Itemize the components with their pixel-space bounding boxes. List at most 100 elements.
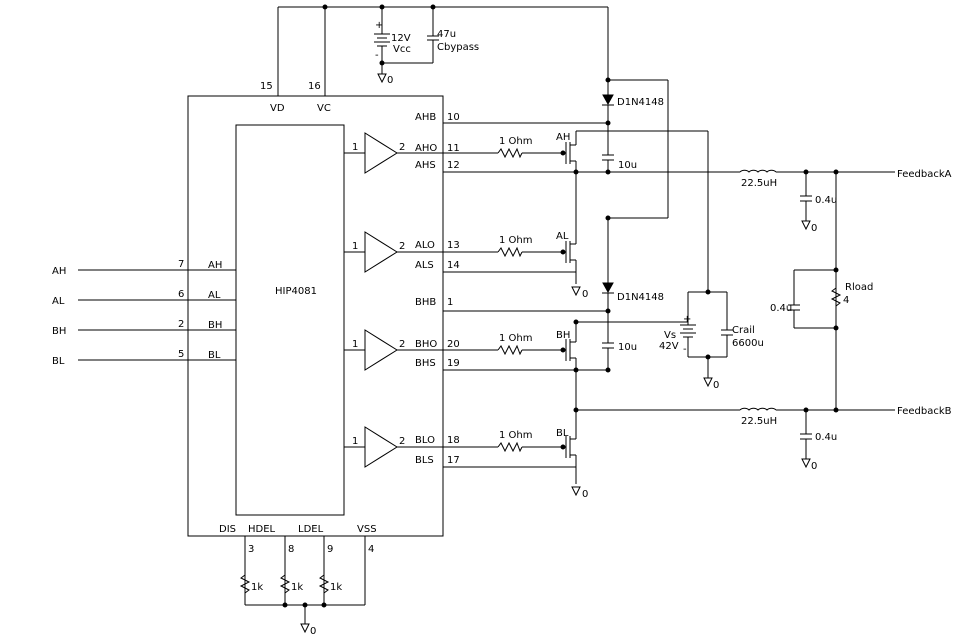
pin-number-al: 6 [178, 289, 184, 300]
pin-label-dis: DIS [219, 524, 236, 535]
rail-capacitor-name: Crail [732, 325, 755, 336]
rail-source-vs [680, 324, 696, 338]
pin-label-vc: VC [317, 103, 331, 114]
svg-text:0: 0 [582, 289, 588, 300]
buffer-a-high-out: 2 [399, 142, 405, 153]
buffer-b-high-in: 1 [352, 339, 358, 350]
resistor-ldel [318, 574, 330, 594]
load-resistor-name: Rload [845, 282, 873, 293]
resistor-hdel [279, 574, 291, 594]
diode-b-label: D1N4148 [617, 292, 664, 303]
pin-label-bl: BL [208, 350, 221, 361]
hip4081-package [187, 95, 444, 537]
rail-source-plus: + [683, 314, 691, 325]
pin-label-al: AL [208, 290, 221, 301]
gate-resistor-a-high-value: 1 Ohm [499, 136, 533, 147]
buffer-b-low [344, 426, 443, 468]
pin-label-bls: BLS [415, 455, 434, 466]
input-net-bh: BH [52, 326, 66, 337]
resistor-dis [239, 574, 251, 594]
resistor-hdel-value: 1k [291, 582, 303, 593]
pin-label-bho: BHO [415, 339, 437, 350]
pin-number-bhb: 1 [447, 297, 453, 308]
output-feedback-a: FeedbackA [897, 169, 952, 180]
rail-source-minus: - [683, 344, 687, 355]
ground-symbol-ic: 0 [300, 623, 316, 637]
pin-number-alo: 13 [447, 240, 460, 251]
diode-a [602, 94, 614, 106]
rail-source-value: 42V [659, 341, 679, 352]
rail-capacitor-value: 6600u [732, 338, 764, 349]
diode-a-label: D1N4148 [617, 97, 664, 108]
pin-label-bhb: BHB [415, 297, 436, 308]
svg-text:0: 0 [582, 489, 588, 500]
pin-label-aho: AHO [415, 143, 437, 154]
supply-battery-vcc [374, 33, 390, 47]
pin-label-als: ALS [415, 260, 434, 271]
bootstrap-cap-b [602, 342, 614, 349]
load-resistor-value: 4 [843, 295, 849, 306]
gate-resistor-b-low [497, 441, 523, 453]
svg-text:0: 0 [713, 380, 719, 391]
supply-minus: - [375, 50, 379, 61]
pin-label-ahb: AHB [415, 112, 436, 123]
resistor-ldel-value: 1k [330, 582, 342, 593]
input-net-bl: BL [52, 356, 65, 367]
inductor-a-value: 22.5uH [741, 178, 777, 189]
filter-cap-b [800, 433, 812, 440]
rail-source-name: Vs [664, 330, 676, 341]
pin-label-ahs: AHS [415, 160, 436, 171]
svg-text:0: 0 [811, 223, 817, 234]
svg-text:0: 0 [387, 75, 393, 86]
supply-plus: + [375, 20, 383, 31]
ground-symbol-filter-b: 0 [801, 458, 817, 472]
resistor-dis-value: 1k [251, 582, 263, 593]
pin-number-als: 14 [447, 260, 460, 271]
pin-label-vd: VD [270, 103, 285, 114]
diode-b [602, 282, 614, 294]
filter-cap-a [800, 195, 812, 202]
mosfet-a-high-label: AH [556, 132, 570, 143]
pin-number-bls: 17 [447, 455, 460, 466]
pin-label-hdel: HDEL [248, 524, 276, 535]
pin-number-vd: 15 [260, 81, 273, 92]
ic-name: HIP4081 [275, 286, 317, 297]
pin-number-bl: 5 [178, 349, 184, 360]
pin-number-bho: 20 [447, 339, 460, 350]
inductor-b-value: 22.5uH [741, 416, 777, 427]
ground-symbol-a-low: 0 [571, 286, 588, 300]
input-net-al: AL [52, 296, 65, 307]
load-resistor [830, 287, 842, 307]
junction-dots [282, 4, 839, 608]
gate-resistor-b-high-value: 1 Ohm [499, 333, 533, 344]
pin-number-hdel: 8 [288, 544, 294, 555]
pin-number-ah: 7 [178, 259, 184, 270]
pin-number-ahb: 10 [447, 112, 460, 123]
pin-label-bhs: BHS [415, 358, 436, 369]
output-feedback-b: FeedbackB [897, 406, 952, 417]
pin-label-bh: BH [208, 320, 222, 331]
svg-text:0: 0 [811, 461, 817, 472]
load-filter-cap-value: 0.4u [770, 303, 792, 314]
ground-symbol-rail: 0 [703, 377, 719, 391]
pin-number-bhs: 19 [447, 358, 460, 369]
buffer-a-high-in: 1 [352, 142, 358, 153]
buffer-b-low-out: 2 [399, 436, 405, 447]
buffer-b-low-in: 1 [352, 436, 358, 447]
inductor-a [739, 169, 777, 173]
input-net-ah: AH [52, 266, 66, 277]
filter-cap-b-value: 0.4u [815, 432, 837, 443]
hip4081-logic-core [235, 124, 345, 516]
buffer-b-high [344, 329, 443, 371]
buffer-a-low-out: 2 [399, 241, 405, 252]
gate-resistor-b-low-value: 1 Ohm [499, 430, 533, 441]
pin-number-vss: 4 [368, 544, 374, 555]
gate-resistor-a-low-value: 1 Ohm [499, 235, 533, 246]
pin-number-vc: 16 [308, 81, 321, 92]
buffer-a-high [344, 132, 443, 174]
supply-value: 12V [391, 33, 411, 44]
pin-number-bh: 2 [178, 319, 184, 330]
bypass-value: 47u [437, 29, 456, 40]
pin-label-blo: BLO [415, 435, 435, 446]
